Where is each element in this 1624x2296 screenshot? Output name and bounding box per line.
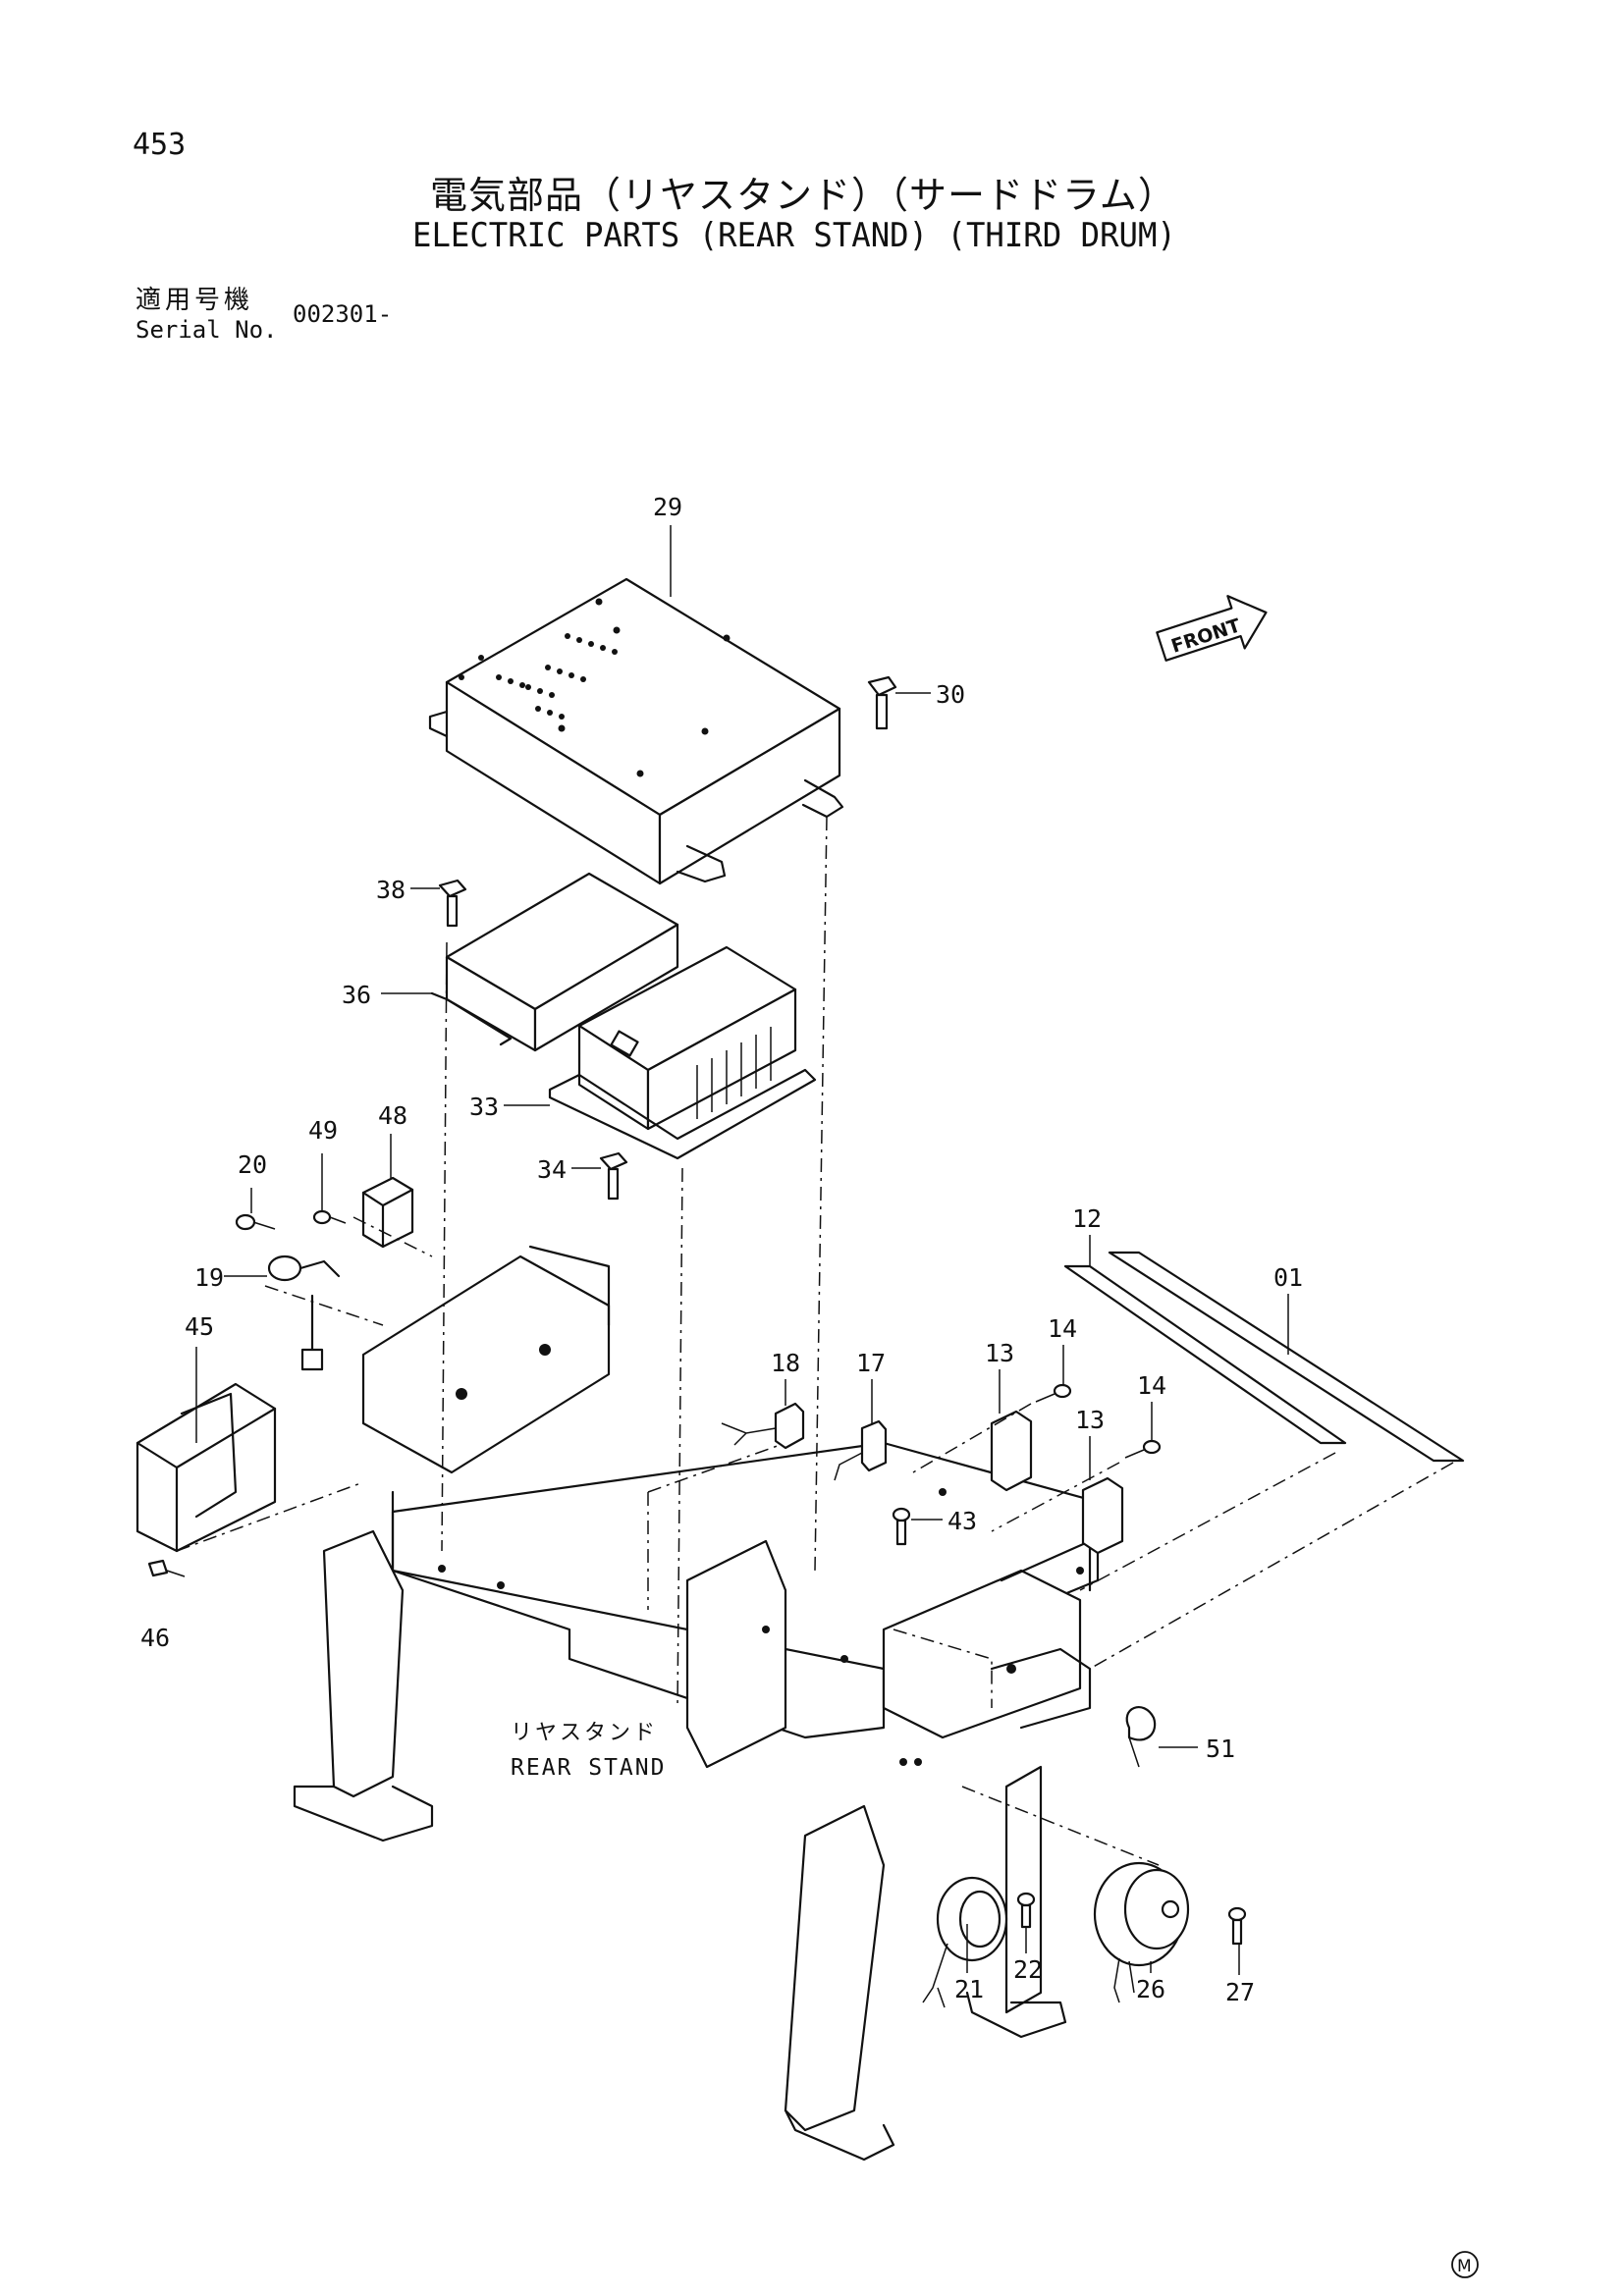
callout-29: 29 <box>653 493 682 521</box>
front-direction-arrow: FRONT <box>1156 595 1268 662</box>
callout-38: 38 <box>376 876 406 904</box>
part-12-plate <box>1063 1235 1347 1445</box>
part-49-bolt <box>312 1153 347 1225</box>
callout-01: 01 <box>1273 1263 1303 1292</box>
part-13-relay-a <box>990 1369 1033 1492</box>
callout-22: 22 <box>1013 1955 1043 1984</box>
callout-19: 19 <box>194 1263 224 1292</box>
rear-stand-label-japanese: リヤスタンド <box>511 1721 658 1745</box>
part-51-clip <box>1125 1706 1198 1768</box>
callout-26: 26 <box>1136 1975 1165 2003</box>
callout-51: 51 <box>1206 1735 1235 1763</box>
part-14-bolt-b <box>1124 1402 1162 1459</box>
part-27-bolt <box>1227 1906 1247 1975</box>
part-13-relay-b <box>1081 1436 1124 1555</box>
callout-48: 48 <box>378 1101 407 1130</box>
callout-33: 33 <box>469 1093 499 1121</box>
rear-stand-label-english: REAR STAND <box>511 1755 666 1781</box>
callout-30: 30 <box>936 680 965 709</box>
callout-34: 34 <box>537 1155 567 1184</box>
callout-49: 49 <box>308 1116 338 1145</box>
footer-mark-letter: M <box>1457 2257 1472 2276</box>
callout-18: 18 <box>771 1349 800 1377</box>
callout-14-b: 14 <box>1137 1371 1166 1400</box>
rear-stand-frame <box>293 1245 1100 2162</box>
callout-13-b: 13 <box>1075 1406 1105 1434</box>
callout-45: 45 <box>185 1312 214 1341</box>
part-30-bolt <box>867 675 931 730</box>
part-19-sensor <box>224 1255 341 1371</box>
part-34-bolt <box>571 1151 628 1201</box>
page-title-japanese: 電気部品（リヤスタンド）（サードドラム） <box>430 174 1176 217</box>
part-29-controller-box <box>428 525 844 885</box>
callout-46: 46 <box>140 1624 170 1652</box>
callout-14-a: 14 <box>1048 1314 1077 1343</box>
part-36-control-unit <box>381 872 679 1052</box>
callout-43: 43 <box>947 1507 977 1535</box>
footer-circled-mark: M <box>1451 2251 1479 2278</box>
callout-labels: 29 30 38 36 33 34 49 48 20 19 45 46 12 0… <box>140 493 1303 2006</box>
callout-21: 21 <box>954 1975 984 2003</box>
part-38-bolt <box>410 879 467 928</box>
callout-17: 17 <box>856 1349 886 1377</box>
part-45-relay-box <box>135 1347 277 1553</box>
callout-27: 27 <box>1225 1978 1255 2006</box>
part-01-plate <box>1108 1251 1465 1463</box>
part-48-bracket <box>361 1134 414 1249</box>
callout-36: 36 <box>342 981 371 1009</box>
page-title-english: ELECTRIC PARTS (REAR STAND) (THIRD DRUM) <box>412 216 1176 255</box>
part-33-finned-controller <box>504 945 817 1160</box>
part-46-bolt <box>147 1559 186 1577</box>
page-number: 453 <box>133 128 187 162</box>
part-26-horn <box>961 1786 1190 2003</box>
callout-13-a: 13 <box>985 1339 1014 1367</box>
part-21-horn <box>922 1876 1008 2008</box>
serial-number-value: 002301- <box>293 300 393 328</box>
callout-12: 12 <box>1072 1204 1102 1233</box>
assembly-center-lines <box>176 816 1454 1709</box>
part-22-bolt <box>1016 1892 1036 1953</box>
part-43-bolt <box>892 1507 943 1546</box>
part-20-bolt <box>235 1188 276 1231</box>
callout-20: 20 <box>238 1150 267 1179</box>
part-17-switch <box>834 1379 888 1481</box>
serial-label-japanese: 適用号機 <box>135 286 254 315</box>
part-14-bolt-a <box>1035 1345 1072 1403</box>
serial-label-english: Serial No. <box>135 316 278 344</box>
part-18-switch <box>721 1379 805 1450</box>
